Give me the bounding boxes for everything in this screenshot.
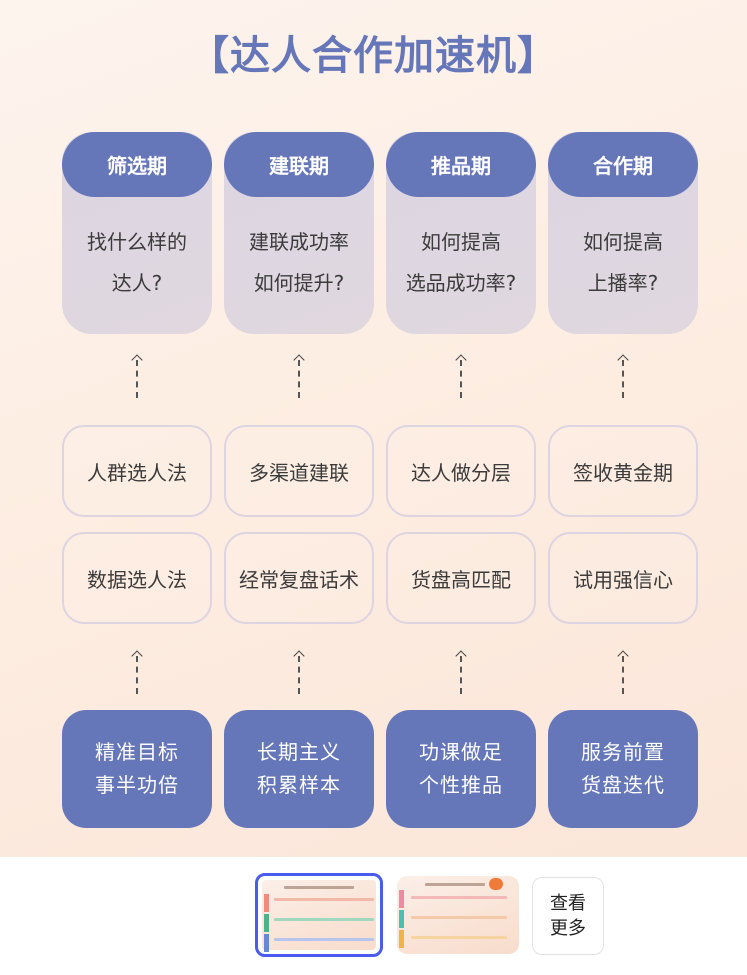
poster-canvas: 【达人合作加速机】 筛选期 找什么样的 达人? 建联期 建联成功率 如何提升? … [0, 0, 747, 857]
view-more-button[interactable]: 查看 更多 [532, 877, 604, 955]
principle-box: 长期主义 积累样本 [224, 710, 374, 828]
phase-question-line: 达人? [111, 271, 163, 295]
phase-question: 如何提高 选品成功率? [386, 222, 536, 304]
principle-line: 服务前置 [581, 740, 665, 764]
view-more-line: 更多 [550, 918, 586, 939]
principle-line: 事半功倍 [95, 773, 179, 797]
poster-title: 【达人合作加速机】 [189, 33, 558, 79]
phase-question-line: 找什么样的 [87, 230, 187, 254]
phase-card-contact: 建联期 建联成功率 如何提升? [224, 132, 374, 334]
principle-box: 功课做足 个性推品 [386, 710, 536, 828]
phase-question: 找什么样的 达人? [62, 222, 212, 304]
phase-question: 如何提高 上播率? [548, 222, 698, 304]
dashed-arrow-up-icon [454, 650, 468, 696]
phase-header: 推品期 [386, 132, 536, 197]
phase-header: 建联期 [224, 132, 374, 197]
phase-question-line: 上播率? [587, 271, 659, 295]
thumbnail-preview-image [397, 876, 519, 954]
dashed-arrow-up-icon [292, 354, 306, 400]
poster-thumbnail-2[interactable] [397, 876, 519, 954]
method-box: 达人做分层 [386, 425, 536, 517]
principle-line: 长期主义 [257, 740, 341, 764]
phase-question-line: 选品成功率? [405, 271, 517, 295]
phase-card-screening: 筛选期 找什么样的 达人? [62, 132, 212, 334]
dashed-arrow-up-icon [616, 354, 630, 400]
phase-question-line: 建联成功率 [249, 230, 349, 254]
dashed-arrow-up-icon [616, 650, 630, 696]
dashed-arrow-up-icon [292, 650, 306, 696]
method-box: 人群选人法 [62, 425, 212, 517]
principle-line: 功课做足 [419, 740, 503, 764]
method-box: 货盘高匹配 [386, 532, 536, 624]
principle-line: 精准目标 [95, 740, 179, 764]
phase-card-pitch: 推品期 如何提高 选品成功率? [386, 132, 536, 334]
principle-box: 服务前置 货盘迭代 [548, 710, 698, 828]
method-box: 试用强信心 [548, 532, 698, 624]
phase-question: 建联成功率 如何提升? [224, 222, 374, 304]
view-more-line: 查看 [550, 893, 586, 914]
method-box: 数据选人法 [62, 532, 212, 624]
dashed-arrow-up-icon [130, 354, 144, 400]
phase-question-line: 如何提高 [583, 230, 663, 254]
phase-card-cooperation: 合作期 如何提高 上播率? [548, 132, 698, 334]
dashed-arrow-up-icon [130, 650, 144, 696]
method-box: 经常复盘话术 [224, 532, 374, 624]
method-box: 签收黄金期 [548, 425, 698, 517]
principle-line: 个性推品 [419, 773, 503, 797]
phase-header: 筛选期 [62, 132, 212, 197]
principle-line: 积累样本 [257, 773, 341, 797]
phase-question-line: 如何提升? [253, 271, 345, 295]
principle-box: 精准目标 事半功倍 [62, 710, 212, 828]
phase-header: 合作期 [548, 132, 698, 197]
principle-line: 货盘迭代 [581, 773, 665, 797]
poster-thumbnail-1[interactable] [255, 873, 383, 957]
thumbnail-preview-image [262, 880, 376, 952]
dashed-arrow-up-icon [454, 354, 468, 400]
phase-question-line: 如何提高 [421, 230, 501, 254]
method-box: 多渠道建联 [224, 425, 374, 517]
